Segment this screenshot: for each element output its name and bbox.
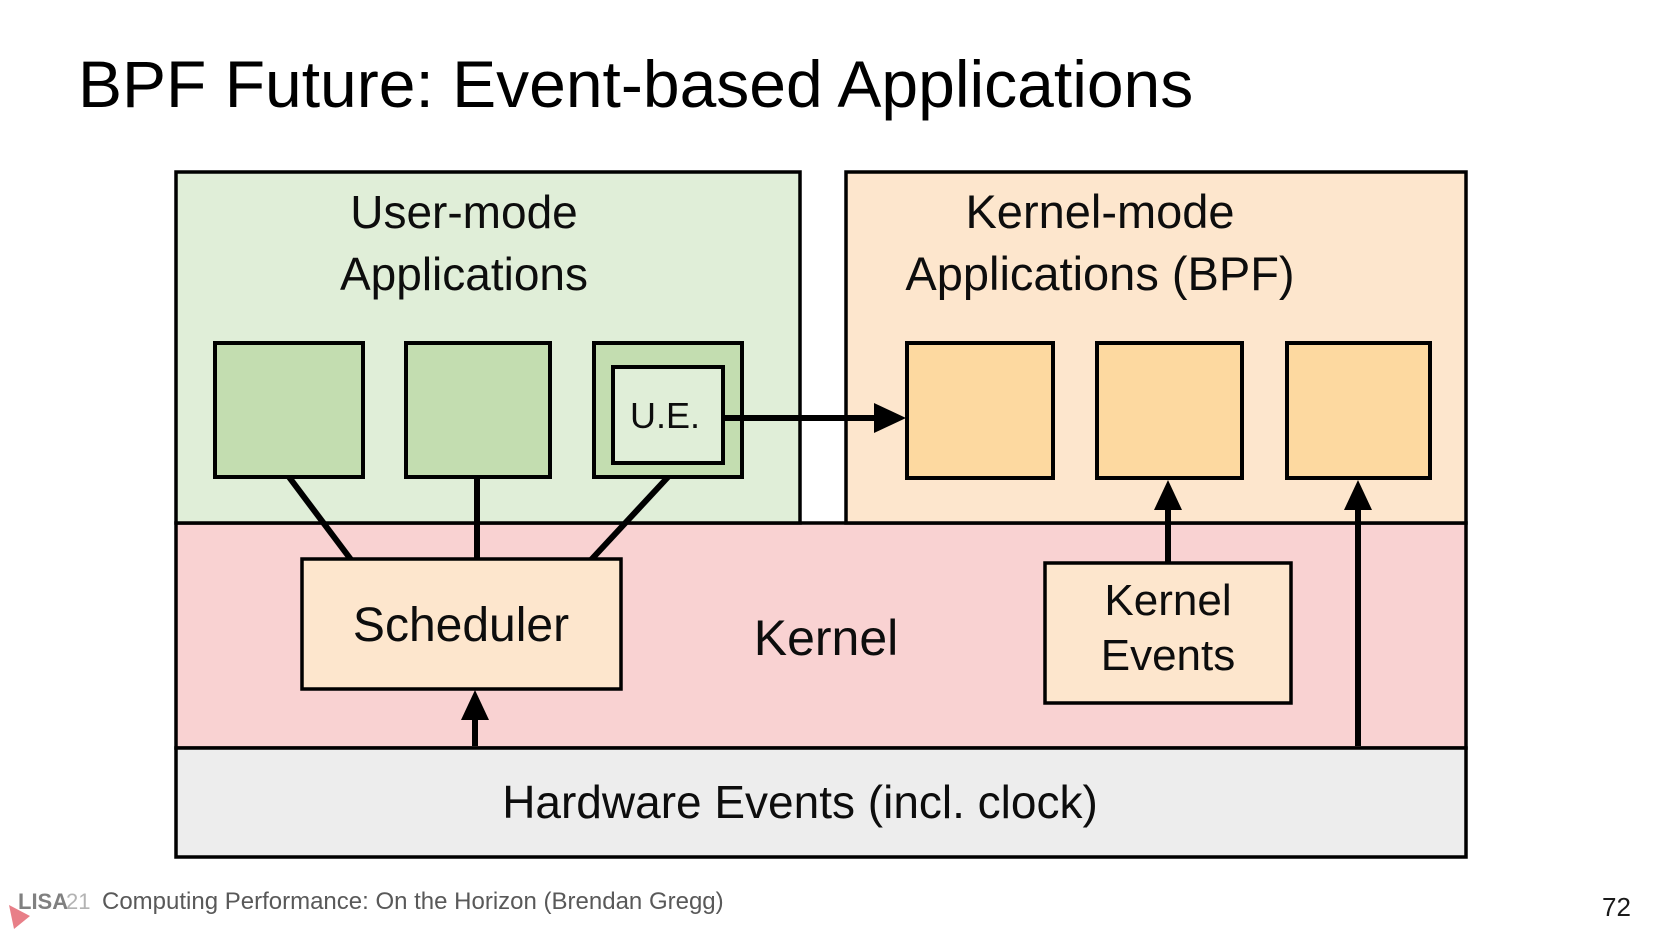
user-app-box-2 <box>404 341 552 479</box>
arrow-ue-to-bpf-head <box>874 403 906 433</box>
lisa-logo-year: 21 <box>66 889 90 914</box>
arrow-ke-to-bpf-head <box>1154 480 1182 510</box>
bpf-app-box-3 <box>1285 341 1432 480</box>
kernel-mode-label-line1: Kernel-mode <box>965 185 1234 238</box>
arrow-hw-to-scheduler-head <box>461 690 489 720</box>
lisa-logo-triangle-icon <box>9 905 30 929</box>
lisa-logo-text: LISA <box>18 889 68 914</box>
bpf-app-box-2 <box>1095 341 1244 480</box>
hardware-events-band <box>174 746 1468 859</box>
slide-title: BPF Future: Event-based Applications <box>78 47 1193 121</box>
user-app-box-1 <box>213 341 365 479</box>
connector-app3-scheduler <box>587 474 671 564</box>
page-number: 72 <box>1602 892 1631 922</box>
kernel-events-label-line2: Events <box>1101 631 1236 680</box>
footer-credit-text: Computing Performance: On the Horizon (B… <box>102 888 724 915</box>
kernel-mode-label-line2: Applications (BPF) <box>905 247 1294 300</box>
ue-label: U.E. <box>630 395 700 436</box>
user-mode-label-line1: User-mode <box>350 186 578 238</box>
scheduler-label: Scheduler <box>353 599 569 652</box>
arrow-hw-to-bpf-head <box>1344 480 1372 510</box>
user-mode-label-line2: Applications <box>340 248 588 300</box>
ue-box <box>611 365 725 465</box>
kernel-label: Kernel <box>754 610 899 666</box>
connector-app1-scheduler <box>286 475 355 563</box>
kernel-events-label-line1: Kernel <box>1104 576 1231 625</box>
hardware-events-label: Hardware Events (incl. clock) <box>502 776 1098 828</box>
kernel-events-box <box>1043 561 1293 705</box>
scheduler-box <box>300 557 623 691</box>
bpf-app-box-1 <box>905 341 1055 480</box>
